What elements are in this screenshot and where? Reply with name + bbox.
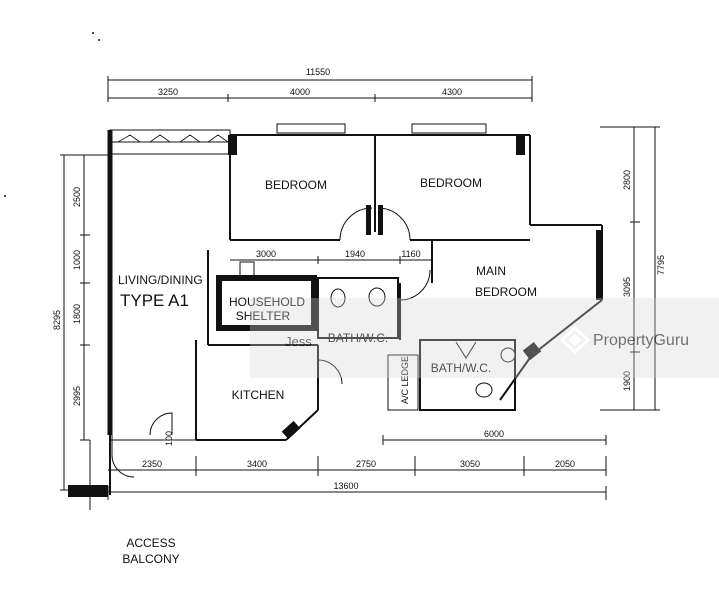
walls	[68, 123, 603, 510]
unit-type-label: TYPE A1	[120, 291, 189, 310]
dim-left-1: 2500	[72, 187, 82, 207]
dim-left-total: 8295	[52, 310, 62, 330]
ac-ledge-label: A/C LEDGE	[400, 356, 410, 404]
bedroom-1-label: BEDROOM	[265, 178, 327, 192]
room-labels: BEDROOM BEDROOM MAIN BEDROOM LIVING/DINI…	[118, 176, 537, 566]
watermark-brand: PropertyGuru	[593, 332, 689, 349]
dim-right-3: 1900	[622, 371, 632, 391]
dim-left-4: 2995	[72, 386, 82, 406]
dim-left-2: 1000	[72, 250, 82, 270]
dim-top-total: 11550	[306, 67, 330, 77]
fixtures	[239, 261, 516, 398]
dim-right-total: 7795	[656, 255, 666, 275]
main-bedroom-label-2: BEDROOM	[475, 285, 537, 299]
bath-wc-1-label: BATH/W.C.	[328, 331, 388, 345]
inner-dimensions: 3000 1940 1160	[230, 249, 432, 264]
bedroom-2-label: BEDROOM	[420, 176, 482, 190]
watermark-prefix: Jess	[285, 334, 312, 349]
household-shelter-label-2: SHELTER	[236, 309, 291, 323]
top-dimensions: 11550 3250 4000 4300	[107, 67, 533, 102]
dim-bottom-4: 3050	[460, 459, 480, 469]
dim-top-2: 4000	[290, 87, 310, 97]
dim-right-1: 2800	[622, 170, 632, 190]
dim-inner-1: 3000	[256, 249, 276, 259]
door-note: 100	[164, 431, 174, 446]
dim-left-3: 1800	[72, 304, 82, 324]
dim-top-1: 3250	[158, 87, 178, 97]
bottom-dimensions: 6000 2350 3400 2750 3050 2050 13600	[107, 429, 607, 500]
dim-bottom-total: 13600	[333, 481, 358, 491]
kitchen-label: KITCHEN	[232, 388, 285, 402]
dim-top-3: 4300	[442, 87, 462, 97]
dim-bottom-1: 2350	[142, 459, 162, 469]
watermark: Jess PropertyGuru	[250, 298, 719, 378]
access-balcony-label-1: ACCESS	[126, 536, 175, 550]
household-shelter-label-1: HOUSEHOLD	[229, 295, 305, 309]
propertyguru-logo-icon	[559, 325, 591, 355]
main-bedroom-label-1: MAIN	[476, 264, 506, 278]
access-balcony-label-2: BALCONY	[122, 552, 179, 566]
dim-bottom-inner: 6000	[484, 429, 504, 439]
dim-bottom-3: 2750	[356, 459, 376, 469]
bath-wc-2-label: BATH/W.C.	[431, 361, 491, 375]
left-dimensions: 8295 2500 1000 1800 2995	[52, 154, 108, 491]
dim-bottom-5: 2050	[555, 459, 575, 469]
living-dining-label: LIVING/DINING	[118, 273, 203, 287]
dim-right-2: 3095	[622, 277, 632, 297]
dim-bottom-2: 3400	[247, 459, 267, 469]
dim-inner-2: 1940	[345, 249, 365, 259]
right-dimensions: 7795 2800 3095 1900	[600, 126, 666, 411]
dim-inner-3: 1160	[401, 249, 420, 259]
